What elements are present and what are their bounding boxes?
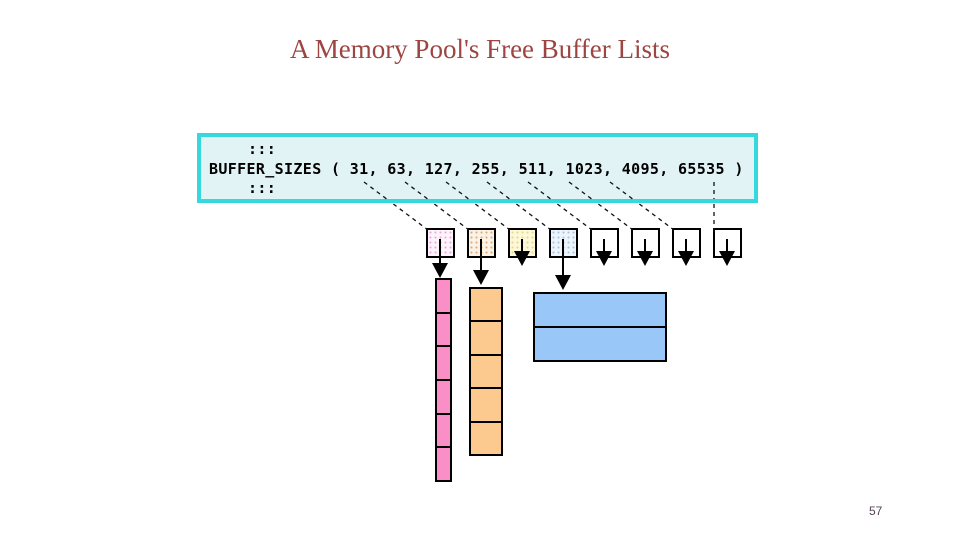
dashed-connector [515, 203, 552, 231]
slot-pointer-line [644, 239, 646, 252]
buffer-array-slot-65535 [713, 228, 742, 258]
dashed-connector [597, 203, 634, 231]
buffer-sizes-code-box: ::: BUFFER_SIZES ( 31, 63, 127, 255, 511… [197, 133, 758, 203]
arrowhead-icon [432, 263, 448, 278]
dashed-connector [474, 203, 511, 231]
buffer-cell [437, 280, 450, 314]
buffer-cell [437, 381, 450, 415]
slot-pointer-line [521, 239, 523, 252]
buffer-cell [437, 347, 450, 382]
buffer-cell [471, 423, 501, 454]
buffer-cell [437, 314, 450, 348]
buffer-sizes-declaration: BUFFER_SIZES ( 31, 63, 127, 255, 511, 10… [209, 160, 744, 178]
buffer-cell [471, 322, 501, 356]
buffer-cell [471, 289, 501, 323]
buffer-cell [471, 356, 501, 390]
slot-pointer-line [685, 239, 687, 252]
blue-free-list [533, 292, 667, 362]
arrowhead-icon [514, 251, 530, 266]
slide-title: A Memory Pool's Free Buffer Lists [289, 34, 671, 64]
page-number: 57 [869, 504, 883, 518]
buffer-cell [535, 328, 665, 360]
arrowhead-icon [719, 251, 735, 266]
dashed-connector [433, 203, 470, 231]
ellipsis-top: ::: [248, 140, 277, 158]
dashed-connector [392, 203, 429, 231]
slot-pointer-line [562, 239, 564, 276]
dashed-connector [556, 203, 593, 231]
buffer-cell [471, 389, 501, 423]
arrowhead-icon [555, 275, 571, 290]
buffer-cell [437, 415, 450, 449]
arrowhead-icon [596, 251, 612, 266]
slot-pointer-line [726, 239, 728, 252]
arrowhead-icon [637, 251, 653, 266]
slot-pointer-line [439, 239, 441, 264]
dashed-connector [638, 203, 675, 231]
pink-free-list [435, 278, 452, 482]
ellipsis-bottom: ::: [248, 179, 277, 197]
slot-pointer-line [480, 239, 482, 271]
orange-free-list [469, 287, 503, 456]
arrowhead-icon [678, 251, 694, 266]
arrowhead-icon [473, 270, 489, 285]
slot-pointer-line [603, 239, 605, 252]
buffer-cell [535, 294, 665, 328]
buffer-cell [437, 448, 450, 480]
